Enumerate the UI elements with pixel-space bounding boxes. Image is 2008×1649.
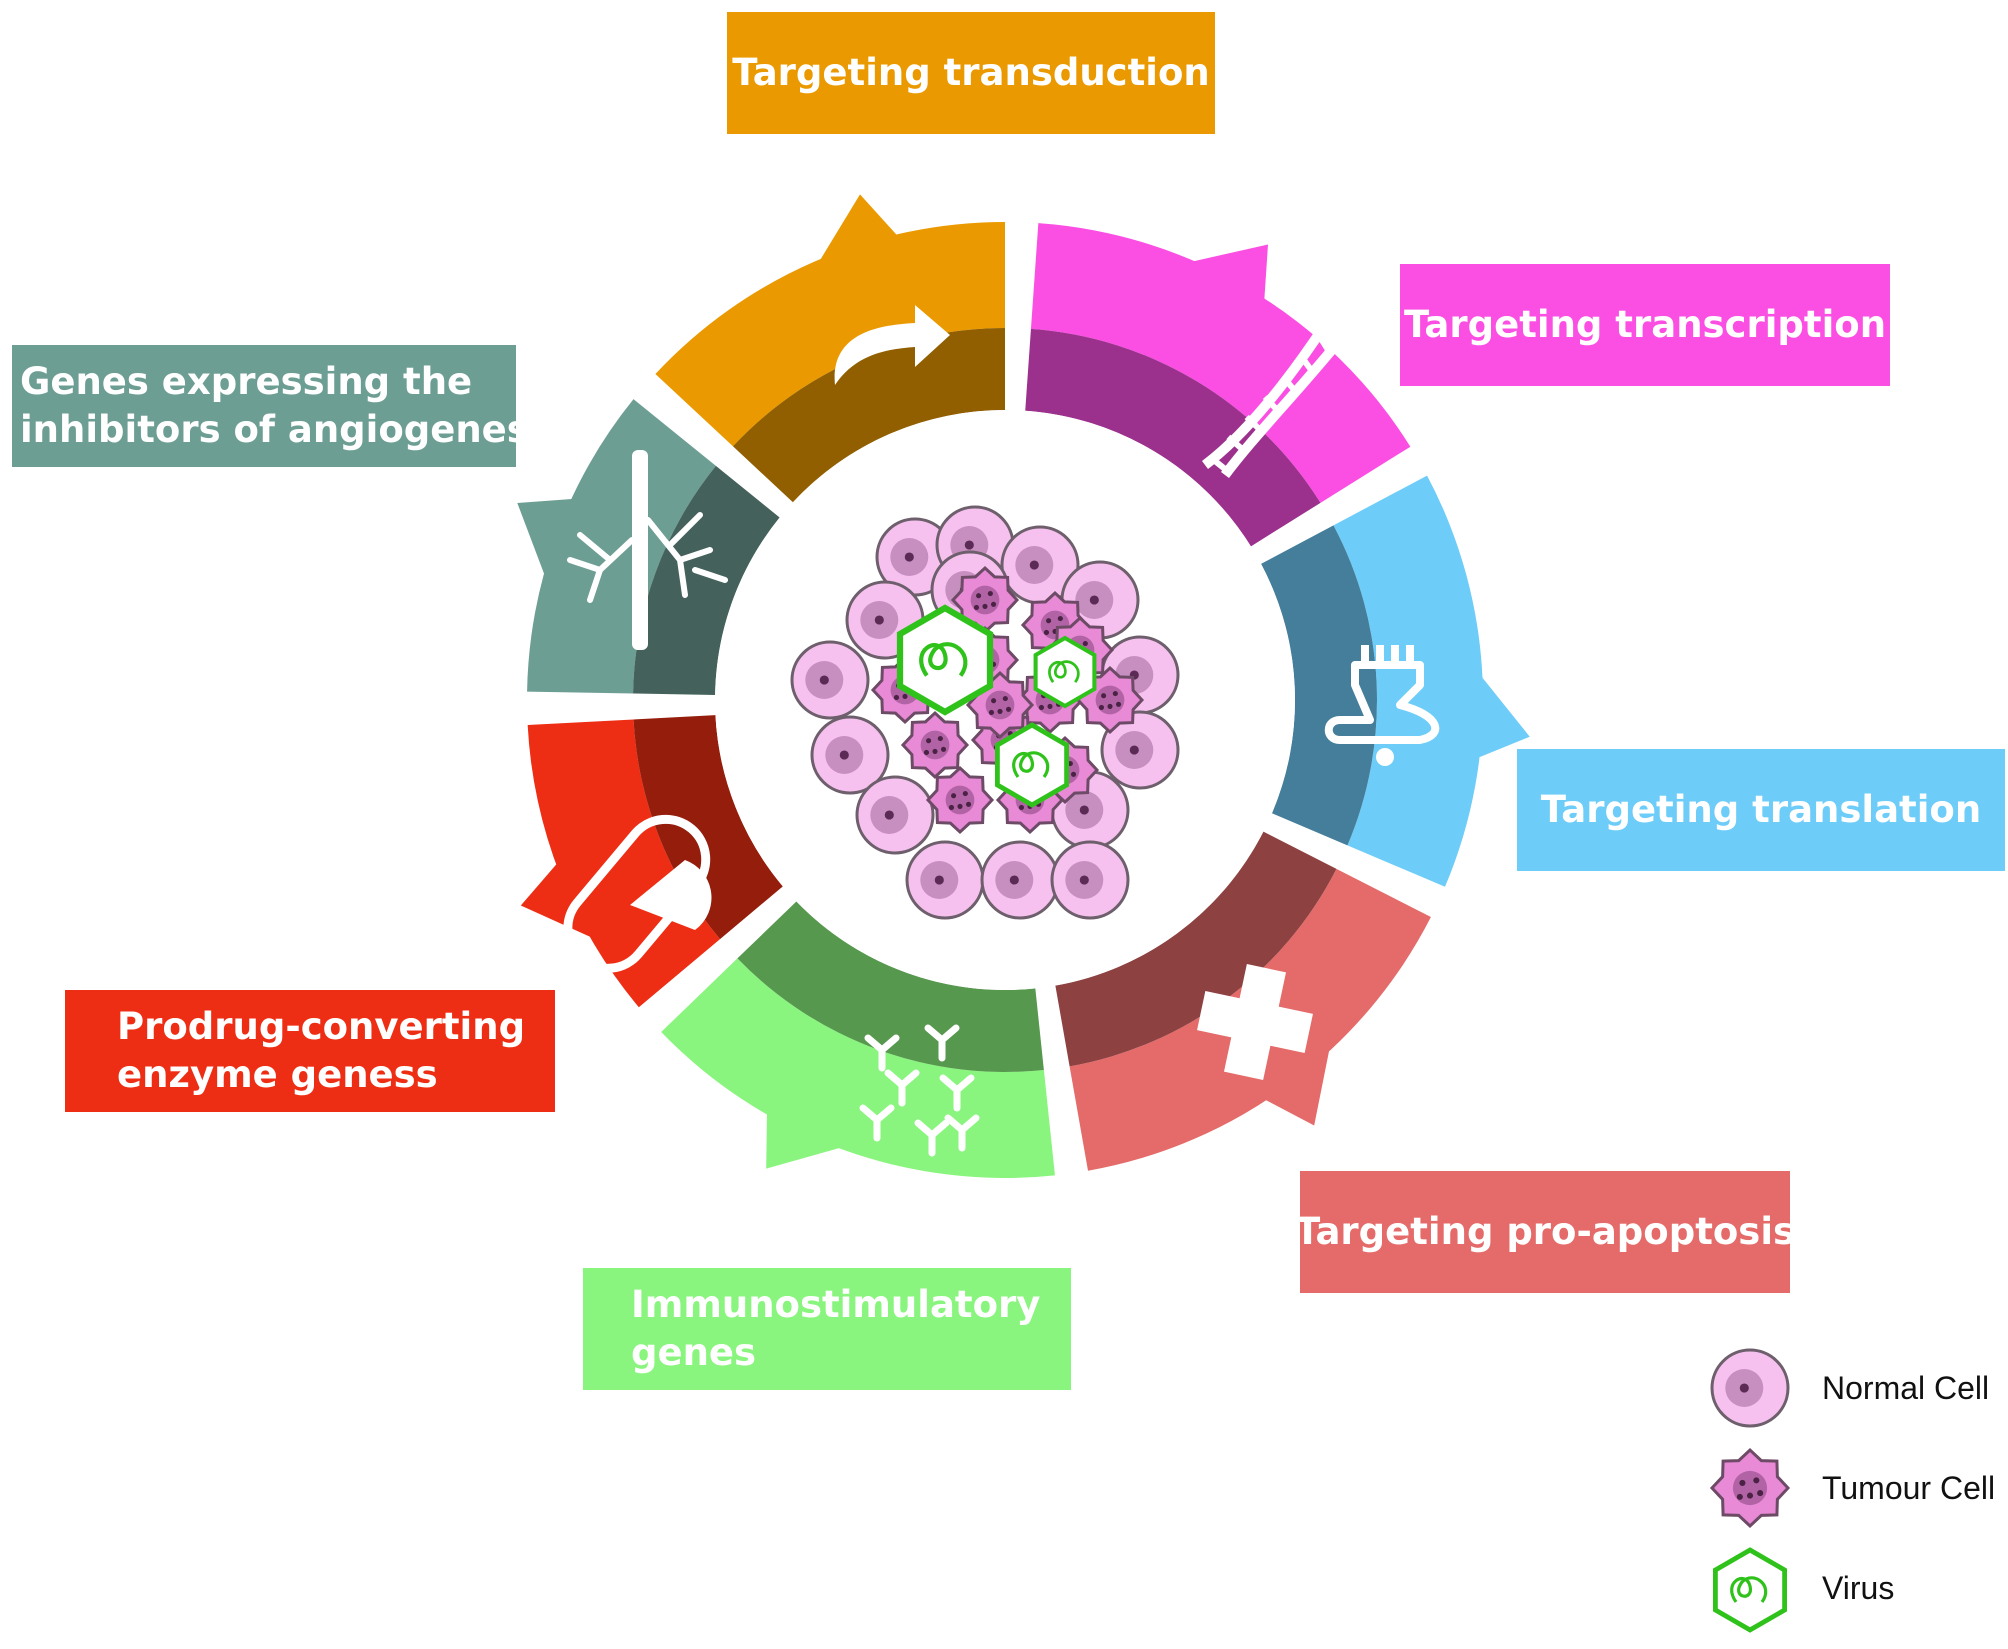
label-transcription: Targeting transcription <box>1400 264 1890 386</box>
capsule-pill-icon <box>563 814 712 973</box>
virus-icon <box>1713 1547 1787 1633</box>
blood-vessel-icon <box>567 450 728 650</box>
ring-segment-transcription <box>1025 223 1411 547</box>
segment-inner-band <box>732 328 1005 503</box>
segment-pointer-tab <box>1190 244 1268 301</box>
normal-cell <box>790 640 870 720</box>
segment-pointer-tab <box>520 862 593 938</box>
ring-segment-prodrug <box>520 715 783 1008</box>
normal-cell <box>1000 525 1080 605</box>
ring-segment-transduction <box>655 194 1005 503</box>
legend-label-tumour-cell: Tumour Cell <box>1822 1470 1996 1506</box>
label-apoptosis: Targeting pro-apoptosis <box>1295 1171 1795 1293</box>
segment-inner-band <box>633 465 780 695</box>
legend-label-normal-cell: Normal Cell <box>1822 1370 1990 1406</box>
normal-cell <box>980 840 1060 920</box>
label-angiogenesis: Genes expressing the inhibitors of angio… <box>12 345 564 467</box>
segment-inner-band <box>633 715 783 940</box>
normal-cell <box>905 840 985 920</box>
virus <box>995 722 1069 808</box>
segment-pointer-tab <box>1264 1048 1330 1126</box>
normal-cell <box>810 715 890 795</box>
tumour-cell <box>950 565 1020 635</box>
ribosome-mrna-icon <box>1324 645 1440 766</box>
tumour-cell <box>900 710 970 780</box>
segment-inner-band <box>1025 328 1321 547</box>
label-translation: Targeting translation <box>1517 749 2005 871</box>
label-transduction: Targeting transduction <box>727 12 1215 134</box>
segment-inner-band <box>737 901 1044 1072</box>
normal-cell <box>855 775 935 855</box>
label-prodrug: Prodrug-converting enzyme geness <box>65 990 555 1112</box>
medical-cross-icon <box>1197 964 1313 1080</box>
normal-cell-icon <box>1710 1348 1790 1428</box>
cell-cluster <box>790 505 1180 920</box>
curved-arrow-icon <box>834 305 950 385</box>
segment-outer-band <box>655 222 1005 447</box>
tumour-cell <box>925 765 995 835</box>
segment-outer-band <box>1030 223 1411 503</box>
segment-pointer-tab <box>517 498 574 577</box>
segment-pointer-tab <box>1477 675 1530 759</box>
ring-segment-translation <box>1261 475 1530 887</box>
antibody-icon <box>859 1024 980 1157</box>
segment-inner-band <box>1055 831 1337 1067</box>
label-immunostimulatory: Immunostimulatory genes <box>583 1268 1071 1390</box>
segment-pointer-tab <box>819 194 898 262</box>
virus <box>896 604 994 716</box>
tumour-cell-icon <box>1709 1447 1791 1529</box>
segment-outer-band <box>1333 475 1483 887</box>
segment-outer-band <box>527 719 721 1008</box>
normal-cell <box>1050 840 1130 920</box>
normal-cell <box>1100 710 1180 790</box>
segment-inner-band <box>1261 525 1378 846</box>
virus <box>1033 635 1097 709</box>
legend-label-virus: Virus <box>1822 1570 1895 1606</box>
dna-helix-icon <box>1201 322 1344 479</box>
segment-pointer-tab <box>766 1112 843 1169</box>
